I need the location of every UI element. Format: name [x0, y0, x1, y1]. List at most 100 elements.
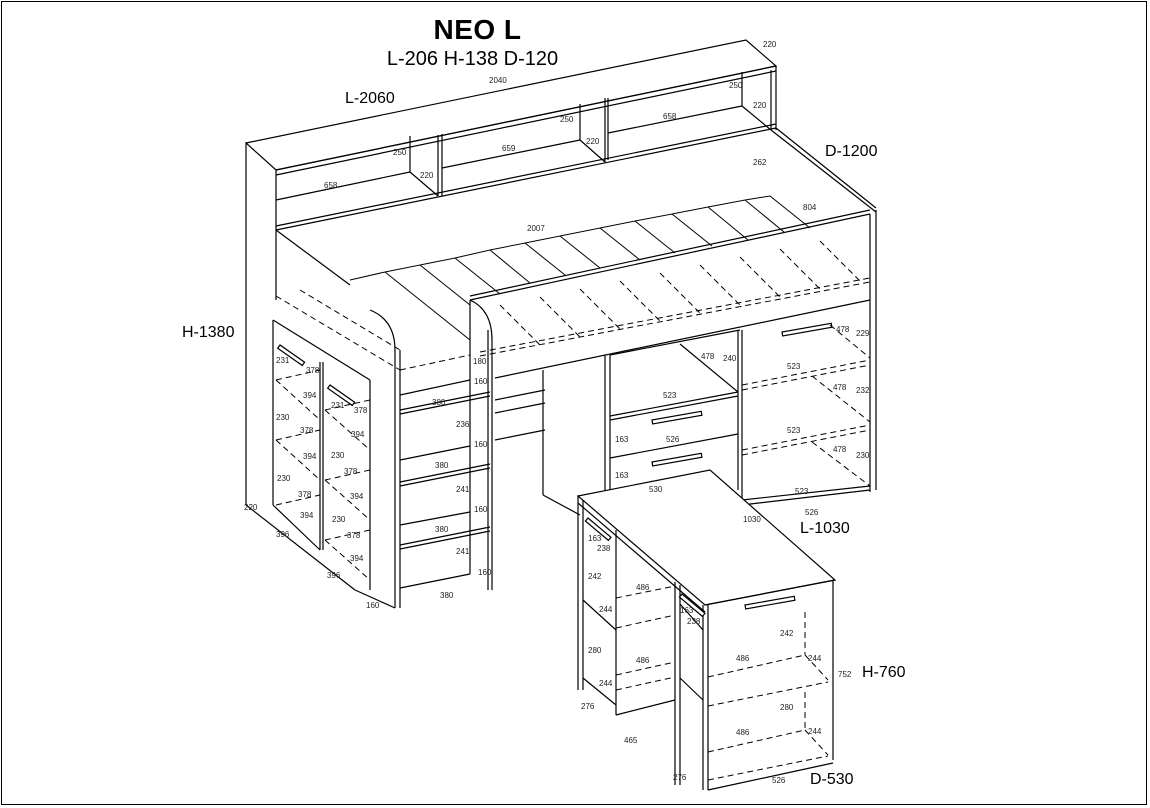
dim-label: 478	[833, 445, 847, 454]
dim-label: 250	[560, 115, 574, 124]
product-title: NEO L	[433, 14, 522, 45]
dim-label: 378	[306, 366, 320, 375]
dim-label: 396	[327, 571, 341, 580]
dim-label: 380	[435, 525, 449, 534]
dim-label: 523	[795, 487, 809, 496]
dim-label: 478	[701, 352, 715, 361]
dim-label: 229	[856, 329, 870, 338]
dim-label: 276	[581, 702, 595, 711]
dim-label: 276	[673, 773, 687, 782]
right-drawer-unit	[604, 322, 871, 506]
dim-label: 236	[456, 420, 470, 429]
dim-label: 2040	[489, 76, 507, 85]
dim-label: 486	[736, 728, 750, 737]
dim-label: 163	[615, 435, 629, 444]
dim-label: 523	[663, 391, 677, 400]
desk	[576, 469, 837, 791]
dim-label: 378	[354, 406, 368, 415]
dim-label: 394	[351, 430, 365, 439]
desk-depth-label: D-530	[810, 771, 854, 788]
dim-label: 244	[808, 654, 822, 663]
dashed-slats	[275, 240, 871, 371]
bed-slats	[349, 195, 811, 341]
dim-label: 478	[833, 383, 847, 392]
overall-length-label: L-2060	[345, 90, 395, 107]
dim-label: 486	[736, 654, 750, 663]
desk-dashed	[615, 585, 829, 781]
product-dimensions-subtitle: L-206 H-138 D-120	[386, 48, 559, 70]
dim-label: 241	[456, 485, 470, 494]
dim-label: 394	[303, 452, 317, 461]
dim-label: 526	[772, 776, 786, 785]
dim-label: 1030	[743, 515, 761, 524]
dim-label: 244	[599, 605, 613, 614]
dim-label: 262	[753, 158, 767, 167]
dim-label: 526	[805, 508, 819, 517]
dim-label: 378	[300, 426, 314, 435]
dim-label: 2007	[527, 224, 545, 233]
dim-label: 378	[344, 467, 358, 476]
dim-label: 394	[300, 511, 314, 520]
right-cabinet-dashed	[741, 324, 871, 487]
dim-label: 523	[787, 426, 801, 435]
dim-label: 394	[350, 492, 364, 501]
dim-label: 250	[729, 81, 743, 90]
dim-label: 238	[687, 617, 701, 626]
dim-label: 163	[680, 606, 694, 615]
dim-label: 232	[856, 386, 870, 395]
desk-length-label: L-1030	[800, 520, 850, 537]
dim-label: 659	[502, 144, 516, 153]
dim-label: 465	[624, 736, 638, 745]
dim-label: 486	[636, 656, 650, 665]
dim-label: 230	[331, 451, 345, 460]
dim-label: 230	[276, 413, 290, 422]
dim-label: 231	[276, 356, 290, 365]
dim-label: 804	[803, 203, 817, 212]
dim-label: 396	[276, 530, 290, 539]
dim-label: 526	[666, 435, 680, 444]
bed-frame	[275, 127, 877, 492]
dim-label: 244	[599, 679, 613, 688]
dim-label: 280	[588, 646, 602, 655]
dim-label: 180	[473, 357, 487, 366]
dim-label: 163	[615, 471, 629, 480]
dim-label: 523	[787, 362, 801, 371]
dim-label: 220	[753, 101, 767, 110]
dim-label: 220	[420, 171, 434, 180]
dim-label: 380	[432, 398, 446, 407]
dim-label: 231	[331, 401, 345, 410]
dim-label: 160	[474, 377, 488, 386]
dim-label: 658	[663, 112, 677, 121]
dim-label: 160	[366, 601, 380, 610]
dim-label: 230	[277, 474, 291, 483]
dim-label: 240	[723, 354, 737, 363]
dim-label: 658	[324, 181, 338, 190]
dim-label: 378	[347, 531, 361, 540]
dim-label: 478	[836, 325, 850, 334]
dim-label: 160	[474, 505, 488, 514]
dim-label: 752	[838, 670, 852, 679]
left-cabinet	[245, 319, 396, 609]
dim-label: 242	[588, 572, 602, 581]
dim-label: 394	[303, 391, 317, 400]
dim-label: 244	[808, 727, 822, 736]
dim-label: 394	[350, 554, 364, 563]
dim-label: 378	[298, 490, 312, 499]
dim-label: 250	[393, 148, 407, 157]
desk-height-label: H-760	[862, 664, 906, 681]
dim-label: 241	[456, 547, 470, 556]
overall-height-label: H-1380	[182, 324, 235, 341]
dim-label: 530	[649, 485, 663, 494]
dim-label: 160	[474, 440, 488, 449]
dim-label: 242	[780, 629, 794, 638]
dim-label: 230	[856, 451, 870, 460]
dim-label: 220	[586, 137, 600, 146]
dim-label: 238	[597, 544, 611, 553]
top-shelf-unit	[244, 39, 778, 505]
dim-label: 220	[763, 40, 777, 49]
left-cabinet-dashed	[275, 369, 371, 581]
dim-label: 380	[440, 591, 454, 600]
stairs	[369, 299, 493, 608]
